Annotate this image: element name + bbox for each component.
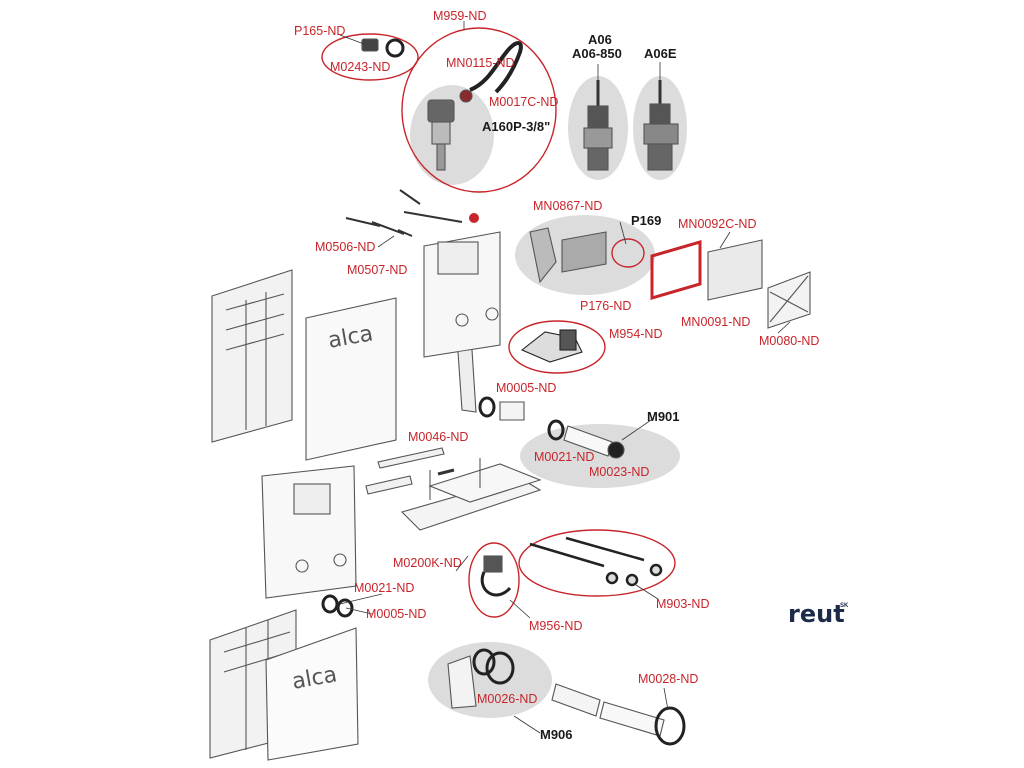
label-m0507: M0507-ND [347,263,408,277]
m903-screws [529,536,663,587]
p176-highlight [611,238,645,268]
label-m0026: M0026-ND [477,692,538,706]
m954-highlight [508,320,606,374]
mn0092c-frame [650,239,811,329]
label-a06-850: A06-850 [572,46,622,61]
label-mn0115: MN0115-ND [446,56,515,70]
m959-highlight [401,27,557,193]
m0005-seal [478,396,525,421]
m901-pipe-set [547,419,625,459]
a160p-fill-valve [427,89,473,171]
label-m0200k: M0200K-ND [393,556,462,570]
a06e-drain-valve [643,80,679,171]
lower-cistern [261,465,357,599]
label-m954: M954-ND [609,327,663,341]
label-m903: M903-ND [656,597,710,611]
upper-cistern [423,231,501,413]
label-m0023: M0023-ND [589,465,650,479]
p165-fitting [361,38,405,58]
label-m959: M959-ND [433,9,487,23]
upper-frame [211,269,293,443]
upper-cover [305,297,397,461]
mn0115-hose [469,41,523,94]
m956-highlight [468,542,520,618]
label-m0021-upper: M0021-ND [534,450,595,464]
m0028-pipe [551,683,686,746]
m0021-seal [321,594,354,618]
label-m956: M956-ND [529,619,583,633]
label-m0017c: M0017C-ND [489,95,559,109]
m906-bend [447,648,515,709]
label-p169: P169 [631,213,662,228]
label-m0005-lower: M0005-ND [366,607,427,621]
m903-highlight [518,529,676,597]
label-a06e: A06E [644,46,677,61]
label-p165: P165-ND [294,24,346,38]
label-m0005-upper: M0005-ND [496,381,557,395]
reut-logo-sk: SK [840,603,849,609]
mn0867-bracket [529,227,607,284]
label-m906: M906 [540,727,573,742]
m0243-highlight [321,33,419,81]
label-m0506: M0506-ND [315,240,376,254]
label-m0046: M0046-ND [408,430,469,444]
label-m0243: M0243-ND [330,60,391,74]
label-m901: M901 [647,409,680,424]
label-a160p: A160P-3/8" [482,119,551,134]
m0506-brackets [345,189,463,237]
label-p176: P176-ND [580,299,632,313]
label-m0080: M0080-ND [759,334,820,348]
label-mn0092c: MN0092C-ND [678,217,757,231]
label-m0021-lower: M0021-ND [354,581,415,595]
m956-clamp [480,555,512,597]
a06-drain-valve [583,80,613,171]
m0200k-frame [400,458,542,531]
label-mn0867: MN0867-ND [533,199,603,213]
label-a06: A06 [588,32,612,47]
reut-logo: reut [788,600,845,628]
m954-mechanism [520,329,583,363]
label-mn0091: MN0091-ND [681,315,751,329]
lower-cover [265,627,359,761]
m0046-rods [365,447,455,495]
label-m0028: M0028-ND [638,672,699,686]
m901-group-bg [520,424,680,488]
